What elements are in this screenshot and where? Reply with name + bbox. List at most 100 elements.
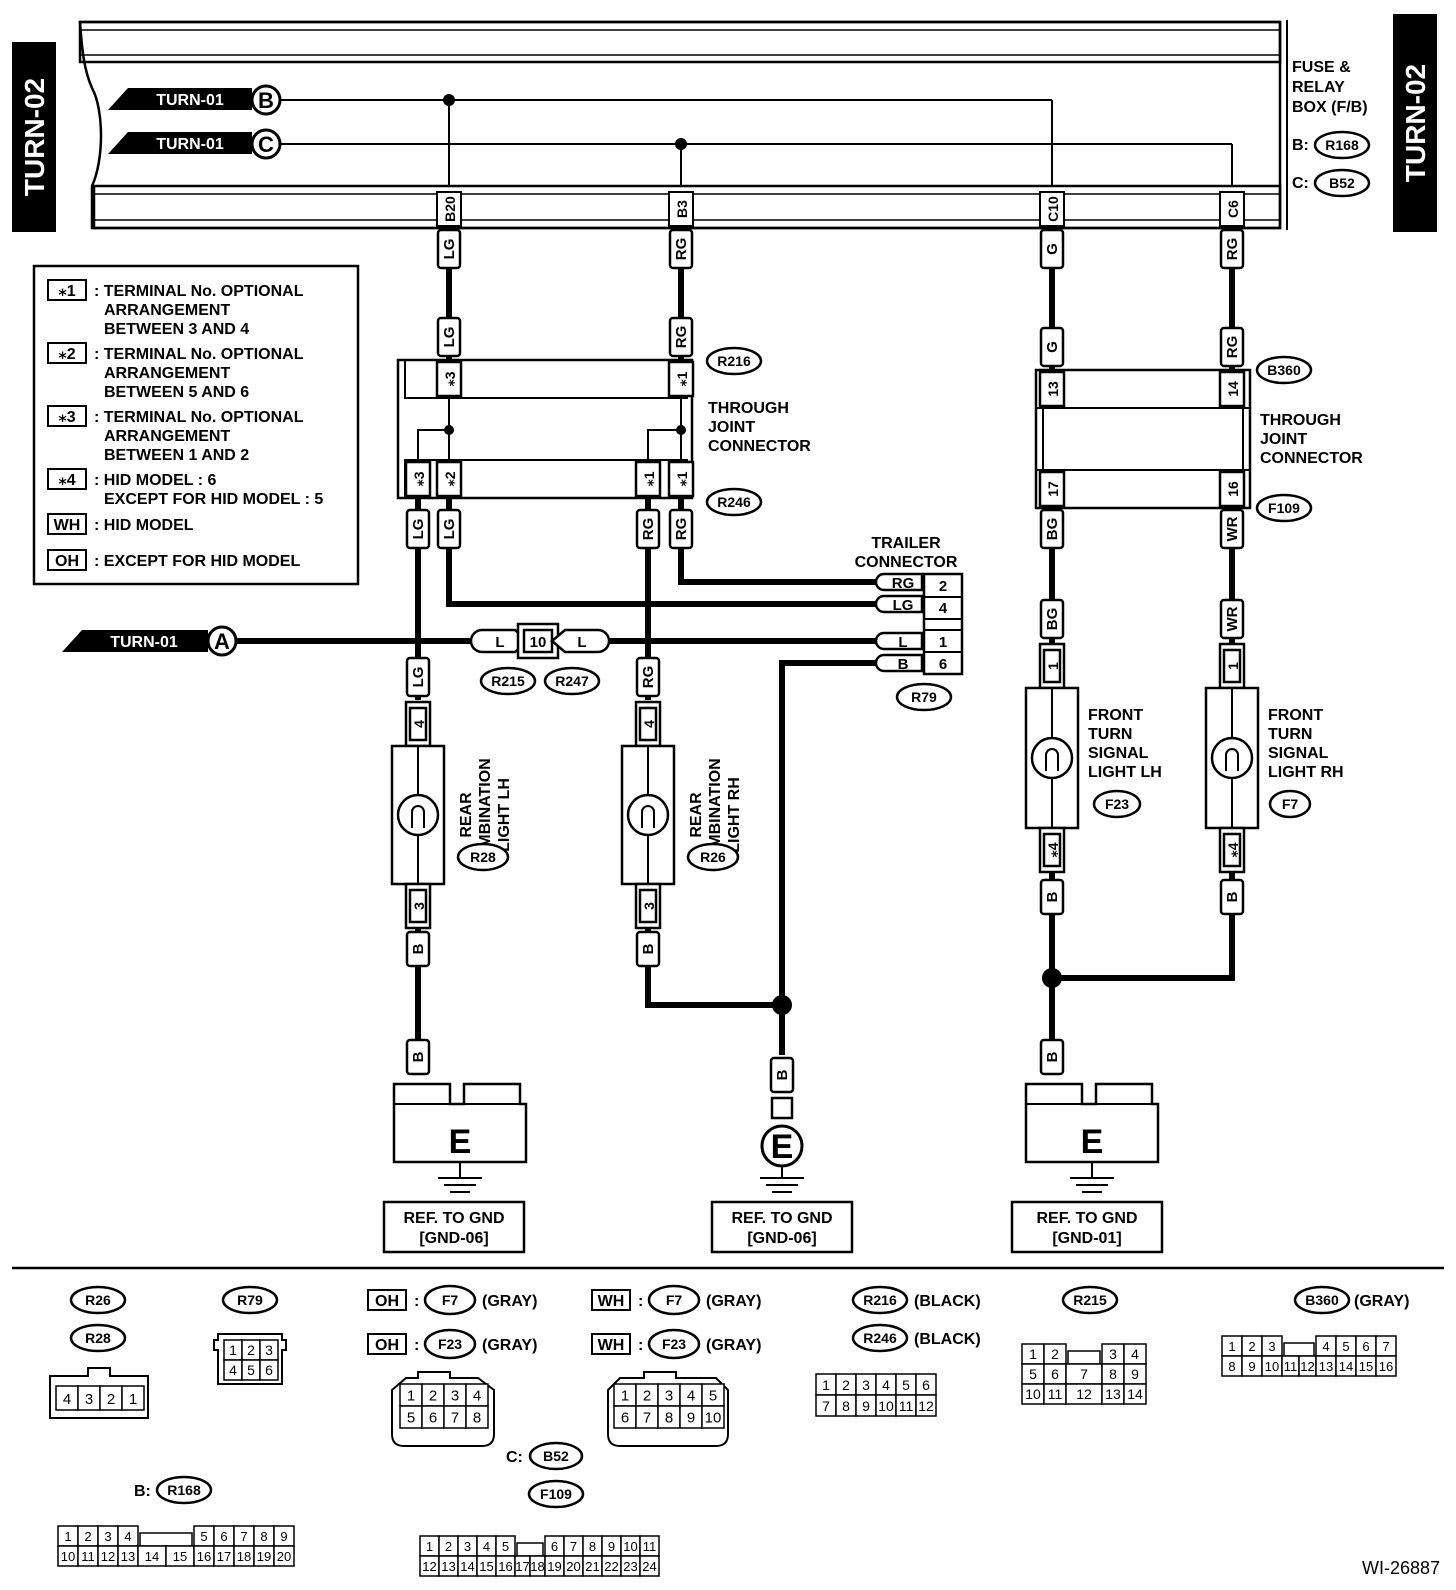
pin-label: 2: [643, 1388, 651, 1405]
pin-label: 14: [1127, 1386, 1143, 1402]
pin-label: 19: [547, 1559, 561, 1574]
svg-text:BETWEEN 3 AND 4: BETWEEN 3 AND 4: [104, 321, 249, 338]
fuse-relay-box: [78, 20, 1288, 230]
pin-label: 9: [1248, 1359, 1255, 1374]
bulb-icon: [396, 793, 440, 837]
pin-label: 3: [451, 1388, 459, 1405]
pin-label: 6: [265, 1362, 273, 1378]
svg-text:TURN-01: TURN-01: [156, 136, 224, 153]
pin-label: 7: [822, 1398, 830, 1414]
internal-circuits: [280, 94, 1233, 186]
legend: ⁎1 : TERMINAL No. OPTIONAL ARRANGEMENT B…: [32, 264, 360, 586]
cv-r79-oval: [221, 1285, 279, 1315]
svg-text:RG: RG: [1224, 238, 1241, 261]
svg-text:E: E: [1081, 1123, 1104, 1161]
svg-text:TURN-01: TURN-01: [110, 634, 178, 651]
b360-oval: [1255, 355, 1313, 385]
svg-text:F7: F7: [666, 1292, 683, 1308]
cv-r26-oval: [69, 1285, 127, 1315]
front-rh-label-2: TURN: [1268, 726, 1312, 743]
bulb-icon: [1030, 736, 1074, 780]
svg-text:2: 2: [939, 578, 947, 595]
front-lh-label-1: FRONT: [1088, 707, 1143, 724]
pin-label: 1: [822, 1377, 830, 1393]
rear-combination-light-lh: 4 3: [390, 700, 446, 930]
pin-label: 4: [1322, 1339, 1329, 1354]
pin-label: 16: [197, 1549, 211, 1564]
cv-b360-oval: [1293, 1285, 1351, 1315]
svg-text:BG: BG: [1044, 518, 1061, 541]
svg-text:(GRAY): (GRAY): [482, 1337, 537, 1354]
fuse-box-pins: B20 B3 C10 C6: [436, 191, 1245, 227]
ref-turn-c: TURN-01 C: [108, 128, 282, 160]
pin-label: 6: [1051, 1366, 1059, 1382]
pin-label: 7: [570, 1539, 577, 1554]
r28-oval: [456, 842, 510, 872]
svg-text:A: A: [214, 629, 230, 654]
pin-cell: [639, 1555, 660, 1577]
pin-label: 6: [922, 1377, 930, 1393]
fuse-box-b-conn: R168: [1325, 137, 1359, 153]
svg-text::: :: [638, 1337, 643, 1354]
pin-label: 9: [862, 1398, 870, 1414]
through-joint-connector-right: 13 14 17 16: [1034, 368, 1252, 510]
pin-label: 12: [101, 1549, 115, 1564]
pin-label: 11: [81, 1549, 95, 1564]
cv-r246-oval: [851, 1323, 909, 1353]
pin-label: 8: [665, 1410, 673, 1427]
svg-text:B: B: [898, 656, 909, 673]
pin-label: 7: [451, 1410, 459, 1427]
pin-label: 6: [621, 1410, 629, 1427]
pin-label: 19: [257, 1549, 271, 1564]
ref-turn-b: TURN-01 B: [108, 84, 282, 116]
svg-text:F23: F23: [438, 1336, 462, 1352]
svg-text:17: 17: [1045, 481, 1061, 497]
pin-label: 4: [473, 1388, 481, 1405]
pin-cell: [121, 1385, 145, 1411]
figure-id: WI-26887: [1362, 1558, 1440, 1578]
pin-label: 2: [1051, 1346, 1059, 1362]
svg-text:BETWEEN 5 AND 6: BETWEEN 5 AND 6: [104, 384, 249, 401]
bulb-icon: [1210, 736, 1254, 780]
cv-r168-oval: [155, 1475, 213, 1505]
svg-text:⁎4: ⁎4: [1225, 842, 1241, 857]
svg-text:L: L: [577, 634, 586, 651]
pin-label: 10: [623, 1539, 637, 1554]
pin-label: 10: [1265, 1359, 1279, 1374]
pin-label: 12: [1076, 1386, 1092, 1402]
svg-text:⁎1: ⁎1: [641, 471, 657, 486]
front-rh-label-1: FRONT: [1268, 707, 1323, 724]
fuse-box-label-3: BOX (F/B): [1292, 99, 1368, 116]
cv-b52-oval: [528, 1441, 584, 1471]
page-tag-right: TURN-02: [1393, 14, 1437, 232]
cv-r215-label: R215: [1073, 1292, 1107, 1308]
pin-label: 3: [104, 1529, 111, 1544]
svg-text:⁎3: ⁎3: [58, 409, 75, 426]
front-turn-signal-light-rh: 1 ⁎4: [1204, 642, 1260, 874]
r26-oval: [686, 842, 740, 872]
keyway: [139, 1532, 193, 1547]
pin-label: 10: [705, 1410, 722, 1427]
pin-label: 17: [515, 1559, 529, 1574]
svg-text:LG: LG: [441, 327, 458, 348]
front-lh-label-4: LIGHT LH: [1088, 764, 1162, 781]
svg-text:4: 4: [411, 720, 427, 728]
pin-label: 4: [882, 1377, 890, 1393]
front-turn-signal-light-lh: 1 ⁎4: [1024, 642, 1080, 874]
svg-text:E: E: [771, 1128, 794, 1166]
svg-text:B: B: [410, 1051, 427, 1062]
cv-r216-color: (BLACK): [914, 1293, 981, 1310]
pin-label: 5: [1342, 1339, 1349, 1354]
pin-label: 2: [842, 1377, 850, 1393]
f109-oval: [1255, 493, 1313, 523]
pin-label: 2: [84, 1529, 91, 1544]
svg-text:⁎4: ⁎4: [1045, 842, 1061, 857]
cv-r246-color: (BLACK): [914, 1331, 981, 1348]
r215-label: R215: [491, 673, 525, 689]
fuse-box-b-prefix: B:: [1292, 137, 1309, 154]
